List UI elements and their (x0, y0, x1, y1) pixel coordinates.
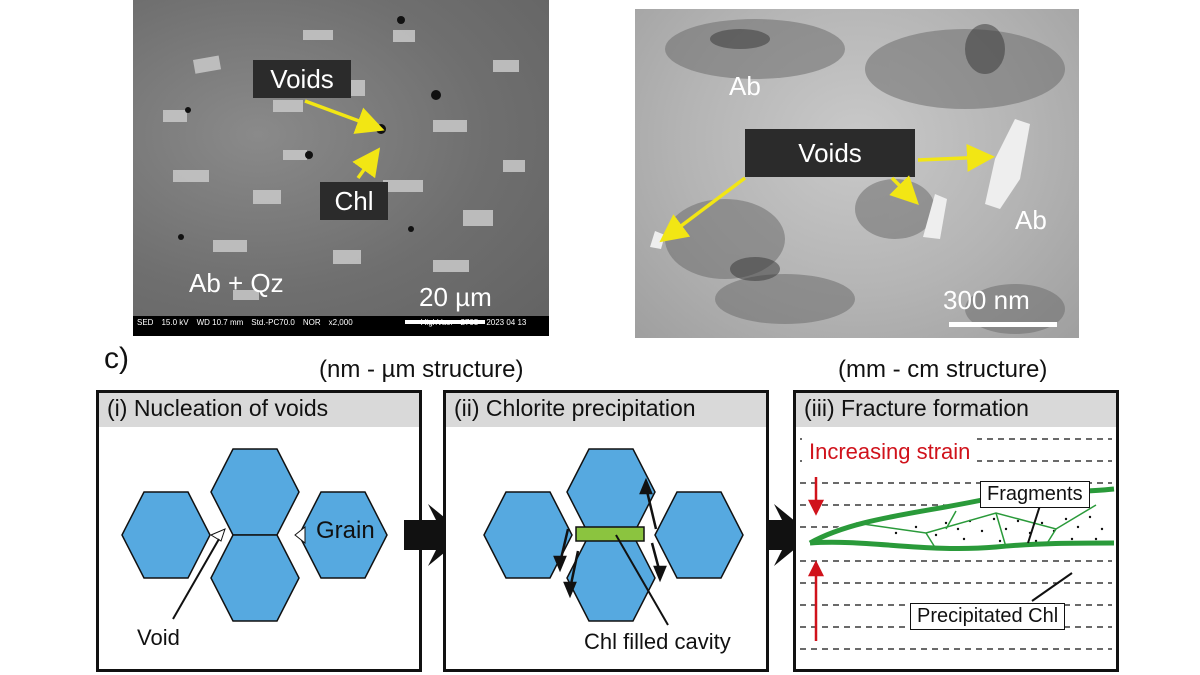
ab-label-left: Ab (729, 71, 761, 101)
arrow-void-b-right (917, 143, 995, 172)
process-arrow-2 (750, 504, 812, 566)
ab-label-right: Ab (1015, 205, 1047, 235)
strain-label: Increasing strain (802, 437, 978, 467)
grains-diagram-ii (483, 448, 744, 626)
cavity-label: Chl filled cavity (584, 629, 731, 654)
arrow-voids-a (304, 99, 385, 134)
chlorite-fill (575, 526, 645, 542)
grain-hex (210, 534, 300, 622)
info-std: Std.-PC70.0 (251, 318, 295, 327)
fragments-label: Fragments (980, 481, 1090, 508)
panel-c-letter: c) (104, 342, 129, 375)
scale-label-a: 20 µm (419, 282, 492, 312)
info-voltage: 15.0 kV (161, 318, 189, 327)
arrow-void-b-mid (889, 175, 919, 205)
box-nucleation: (i) Nucleation of voids Grain Void (96, 390, 422, 672)
box-ii-header (446, 393, 766, 427)
grain-hex (483, 491, 573, 579)
grain-hex (298, 491, 388, 579)
process-arrow-1 (404, 504, 466, 566)
info-wd: WD 10.7 mm (196, 318, 244, 327)
arrow-chl-a (352, 147, 381, 180)
info-vac: HighVac. (420, 318, 453, 327)
info-mode: NOR (302, 318, 321, 327)
scale-label-b: 300 nm (943, 285, 1030, 315)
info-id: 2705 (460, 318, 479, 327)
sem-image-a: Voids Chl Ab + Qz 20 µm SED 15.0 kV WD 1… (133, 0, 549, 336)
sem-info-bar: SED 15.0 kV WD 10.7 mm Std.-PC70.0 NOR x… (137, 318, 547, 334)
fracture-lower (809, 539, 1115, 551)
heading-nm-um: (nm - µm structure) (319, 356, 524, 383)
void-leader-line (172, 538, 220, 620)
chl-label: Chl (320, 182, 388, 220)
box-chlorite: (ii) Chlorite precipitation Chl filled c… (443, 390, 769, 672)
fragment-dots (894, 515, 1104, 543)
void-shape (294, 525, 306, 545)
voids-label-b: Voids (745, 129, 915, 177)
tem-image-b: Voids Ab Ab 300 nm (635, 9, 1079, 338)
chl-leader (1031, 572, 1073, 602)
scale-bar-b (949, 322, 1057, 327)
precipitated-chl-label: Precipitated Chl (910, 603, 1066, 630)
info-date: 2023 04 13 (486, 318, 527, 327)
grain-hex (654, 491, 744, 579)
box-iii-header (796, 393, 1116, 427)
heading-mm-cm: (mm - cm structure) (838, 356, 1048, 383)
grains-diagram-i (121, 448, 388, 622)
box-ii-title: (ii) Chlorite precipitation (454, 395, 696, 421)
void-label: Void (137, 625, 180, 650)
box-fracture: (iii) Fracture formation (793, 390, 1119, 672)
box-i-header (99, 393, 419, 427)
cavity-leader-line (615, 534, 669, 626)
info-detector: SED (137, 318, 154, 327)
voids-label: Voids (253, 60, 351, 98)
ab-qz-label: Ab + Qz (189, 268, 284, 298)
box-i-title: (i) Nucleation of voids (107, 395, 329, 421)
info-mag: x2,000 (328, 318, 353, 327)
arrow-void-b-left (659, 176, 747, 243)
grain-hex (121, 491, 211, 579)
fracture-diagram (800, 438, 1115, 650)
grain-label: Grain (316, 517, 375, 544)
box-iii-title: (iii) Fracture formation (804, 395, 1029, 421)
sem-texture-a (133, 16, 549, 336)
void-shape (209, 528, 226, 542)
tem-texture-b (650, 19, 1065, 334)
